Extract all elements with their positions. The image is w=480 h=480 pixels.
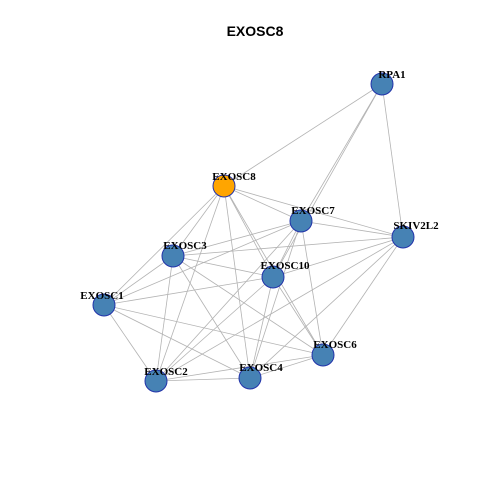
edge-exosc7-exosc1	[103, 220, 302, 306]
node-exosc7[interactable]	[289, 209, 313, 233]
edge-skiv2l2-exosc3	[172, 236, 404, 257]
edge-skiv2l2-exosc10	[272, 236, 404, 278]
node-label-exosc4: EXOSC4	[239, 362, 283, 374]
node-label-exosc6: EXOSC6	[313, 339, 357, 351]
node-skiv2l2[interactable]	[391, 225, 415, 249]
edge-rpa1-exosc7	[300, 83, 383, 222]
edge-exosc7-exosc4	[249, 220, 302, 379]
node-exosc6[interactable]	[311, 343, 335, 367]
edge-rpa1-skiv2l2	[381, 83, 404, 238]
edge-exosc3-exosc1	[103, 255, 174, 306]
edge-exosc1-exosc6	[103, 304, 324, 356]
edge-exosc3-exosc10	[172, 255, 274, 278]
edge-exosc7-exosc3	[172, 220, 302, 257]
node-exosc2[interactable]	[144, 369, 168, 393]
node-label-exosc7: EXOSC7	[291, 205, 335, 217]
edge-skiv2l2-exosc2	[155, 236, 404, 382]
node-label-exosc3: EXOSC3	[163, 240, 207, 252]
edge-exosc3-exosc6	[172, 255, 324, 356]
edge-rpa1-exosc8	[223, 83, 383, 187]
edge-exosc10-exosc4	[249, 276, 274, 379]
edge-exosc6-exosc4	[249, 354, 324, 379]
edge-skiv2l2-exosc4	[249, 236, 404, 379]
edge-exosc3-exosc4	[172, 255, 251, 379]
node-exosc3[interactable]	[161, 244, 185, 268]
node-rpa1[interactable]	[370, 72, 394, 96]
edge-exosc10-exosc2	[155, 276, 274, 382]
edge-exosc1-exosc2	[103, 304, 157, 382]
edge-exosc8-exosc1	[103, 185, 225, 306]
node-layer	[92, 72, 415, 393]
edge-layer	[103, 83, 404, 382]
node-exosc1[interactable]	[92, 293, 116, 317]
edge-exosc7-skiv2l2	[300, 220, 404, 238]
node-exosc10[interactable]	[261, 265, 285, 289]
edge-skiv2l2-exosc6	[322, 236, 404, 356]
node-exosc4[interactable]	[238, 366, 262, 390]
edge-exosc8-exosc7	[223, 185, 302, 222]
node-label-rpa1: RPA1	[378, 69, 405, 81]
edge-exosc8-exosc10	[223, 185, 274, 278]
edge-exosc2-exosc4	[155, 377, 251, 382]
edge-exosc8-skiv2l2	[223, 185, 404, 238]
edge-rpa1-exosc10	[272, 83, 383, 278]
edge-exosc6-exosc2	[155, 354, 324, 382]
node-label-exosc10: EXOSC10	[261, 260, 310, 272]
node-label-skiv2l2: SKIV2L2	[393, 220, 439, 232]
edge-exosc7-exosc6	[300, 220, 324, 356]
node-label-exosc2: EXOSC2	[144, 366, 188, 378]
edge-exosc10-exosc1	[103, 276, 274, 306]
edge-exosc8-exosc4	[223, 185, 251, 379]
edge-exosc8-exosc3	[172, 185, 225, 257]
edge-exosc1-exosc4	[103, 304, 251, 379]
node-label-exosc8: EXOSC8	[212, 171, 256, 183]
label-layer: EXOSC8 RPA1EXOSC7SKIV2L2EXOSC3EXOSC10EXOS…	[80, 69, 439, 378]
node-exosc8[interactable]	[212, 174, 236, 198]
edge-exosc10-exosc6	[272, 276, 324, 356]
node-label-exosc1: EXOSC1	[80, 290, 123, 302]
graph-title: EXOSC8	[227, 23, 284, 39]
